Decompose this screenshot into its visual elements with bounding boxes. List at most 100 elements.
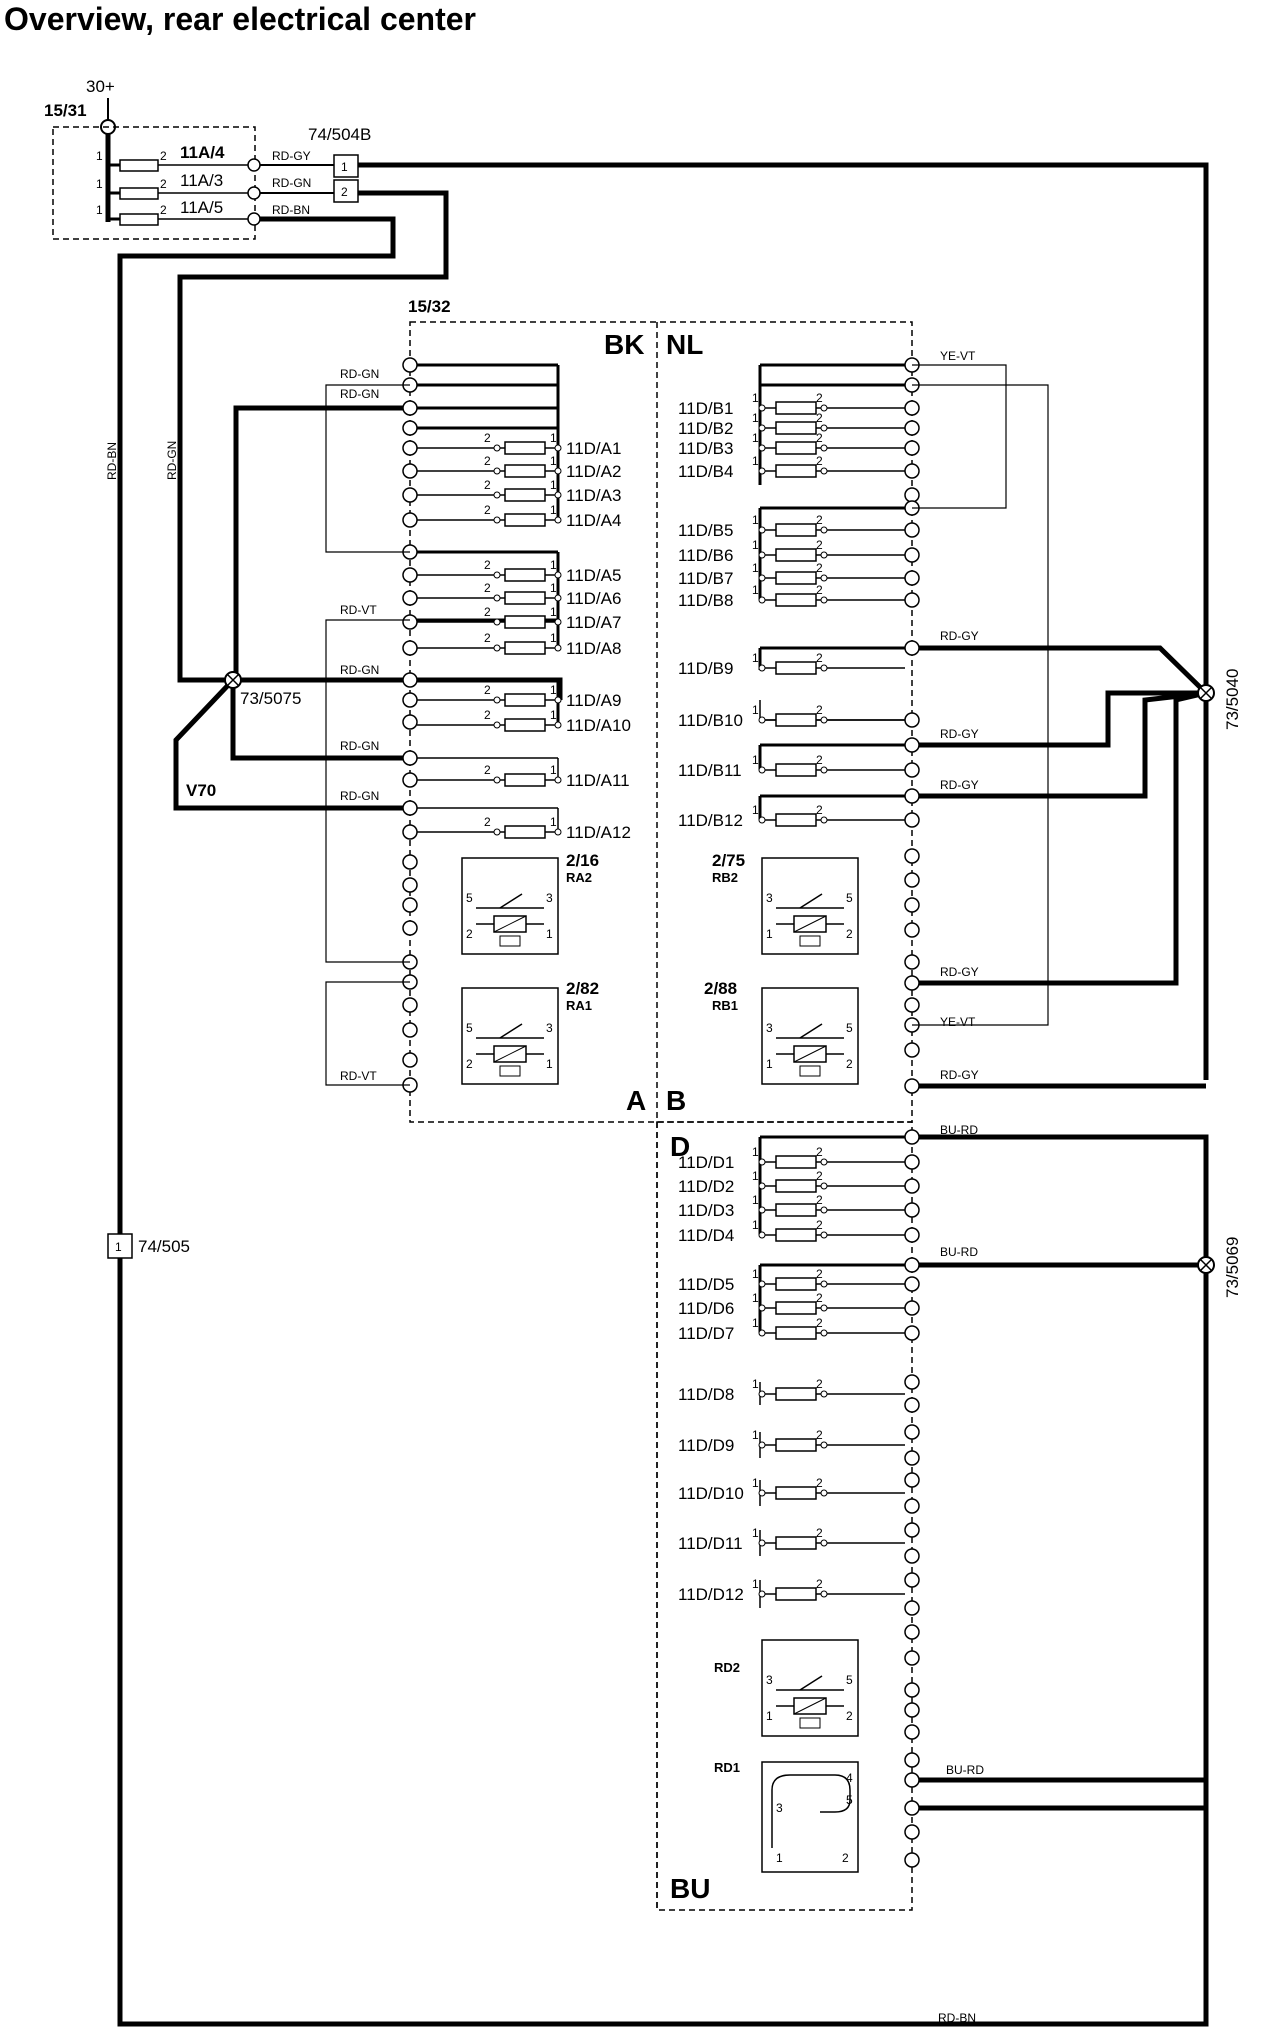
pin-label: 1 [752,1526,759,1540]
fuse-body [775,464,817,478]
pin-label: 1 [776,1851,783,1865]
pin-label: 1 [752,703,759,717]
fuse-body [504,441,546,455]
fuse-body [504,464,546,478]
fuse-11a5 [108,212,261,226]
fuse-body [775,1155,817,1169]
pin-label: 2 [842,1851,849,1865]
terminal-node [402,357,418,373]
fuse-body [504,718,546,732]
relay-number: 2/88 [704,979,737,998]
terminal-node [904,1325,920,1341]
wire-label: BU-RD [940,1123,978,1137]
pin-label: 2 [816,1577,823,1591]
terminal-node [904,1572,920,1588]
terminal-node [904,1472,920,1488]
fuse-body [775,421,817,435]
terminal-node [904,1227,920,1243]
fuse-label: 11D/D12 [678,1585,744,1604]
terminal-node [904,1202,920,1218]
fuse-label: 11D/A9 [566,691,621,710]
pin-label: 2 [816,803,823,817]
terminal-node [402,897,418,913]
connector-74-505-label: 74/505 [138,1237,190,1256]
pin-label: 2 [816,1526,823,1540]
fuse-label: 11D/D5 [678,1275,734,1294]
terminal-node [904,1650,920,1666]
pin-label: 2 [466,1057,473,1071]
pin-label: 2 [484,503,491,517]
pin-label: 2 [484,431,491,445]
fuse-label: 11D/A3 [566,486,621,505]
pin-label: 2 [484,454,491,468]
terminal-node [904,872,920,888]
supply-area: 30+ 15/31 [44,77,261,240]
pin-label: 2 [816,1267,823,1281]
pin-label: 2 [816,1377,823,1391]
pin-label: 1 [550,431,557,445]
fuse-label: 11D/A7 [566,613,621,632]
pin-label: 1 [550,478,557,492]
pin-label: 2 [484,708,491,722]
pin-label: 1 [752,538,759,552]
fuse-label: 11D/D6 [678,1299,734,1318]
fuse-label: 11D/D11 [678,1534,743,1553]
fuse-body [775,1228,817,1242]
box-d [656,1121,913,1911]
fuse-label: 11D/D3 [678,1201,734,1220]
fuse-label: 11D/B7 [678,569,733,588]
pin-label: 1 [550,815,557,829]
terminal-node [904,440,920,456]
pin-label: 2 [816,538,823,552]
terminal-node [904,1042,920,1058]
fuse-label: 11D/D4 [678,1226,734,1245]
relay-label: RB2 [712,870,738,885]
pin-label: 4 [846,1771,853,1785]
terminal-node [904,1129,920,1145]
fuse-body [504,568,546,582]
terminal-node [904,1078,920,1094]
relay-number: 2/16 [566,851,599,870]
pin-label: 2 [816,431,823,445]
terminal-node [904,1178,920,1194]
pin-label: 1 [96,177,103,191]
panel-label-a: A [626,1085,646,1116]
pin-label: 2 [816,1145,823,1159]
relay-label: RB1 [712,998,738,1013]
terminal-node [904,1682,920,1698]
wire-label: RD-GN [340,367,379,381]
fuse-label: 11D/B12 [678,811,743,830]
terminal-node [904,1624,920,1640]
pin-label: 2 [484,631,491,645]
fuse-label: 11D/B11 [678,761,742,780]
pin-label: 1 [752,561,759,575]
pin-label: 1 [341,160,348,174]
terminal-node [402,1022,418,1038]
pin-label: 1 [752,411,759,425]
terminal-node [904,1257,920,1273]
terminal-node [402,877,418,893]
fuse-11a3 [108,186,261,200]
pin-label: 2 [484,478,491,492]
fuse-label: 11A/3 [180,171,223,190]
pin-label: 1 [550,454,557,468]
fuse-body [775,401,817,415]
terminal-node [904,1772,920,1788]
box-15-32-label: 15/32 [408,297,451,316]
terminal-node [904,463,920,479]
fuse-label: 11D/D10 [678,1484,744,1503]
panel-label-nl: NL [666,329,703,360]
terminal-30-label: 30+ [86,77,115,96]
fuse-label: 11D/A8 [566,639,621,658]
fuse-label: 11D/A1 [566,439,621,458]
terminal-node [402,400,418,416]
fuse-body [775,1486,817,1500]
pin-label: 2 [816,513,823,527]
pin-label: 2 [846,927,853,941]
thin-wires-right [912,364,1049,1026]
fuse-11a4 [108,158,261,172]
fuse-label: 11D/A5 [566,566,621,585]
terminal-node [402,672,418,688]
